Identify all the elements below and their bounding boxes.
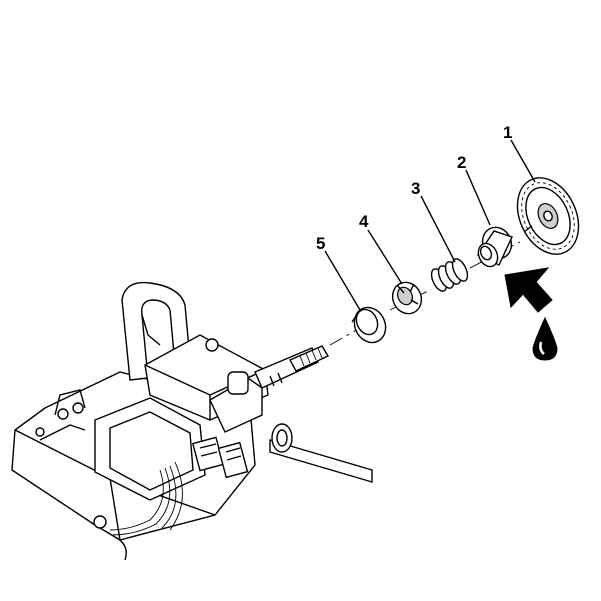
part-2-sleeve <box>476 226 513 268</box>
callout-leaders <box>324 139 536 311</box>
steering-column-housing <box>11 281 269 561</box>
steering-shaft-rod <box>269 423 373 483</box>
part-4-bushing <box>391 281 423 315</box>
lubricant-drop-icon <box>532 316 558 361</box>
splined-upper-shaft <box>254 345 329 389</box>
part-1-tone-wheel <box>516 177 580 255</box>
part-5-ring <box>351 306 387 344</box>
callout-5: 5 <box>316 234 325 253</box>
callout-1: 1 <box>503 123 512 142</box>
part-3-spring <box>430 258 469 292</box>
callout-4: 4 <box>359 212 369 231</box>
callout-3: 3 <box>411 179 420 198</box>
install-direction-arrow-icon <box>504 267 553 313</box>
callout-2: 2 <box>457 153 466 172</box>
